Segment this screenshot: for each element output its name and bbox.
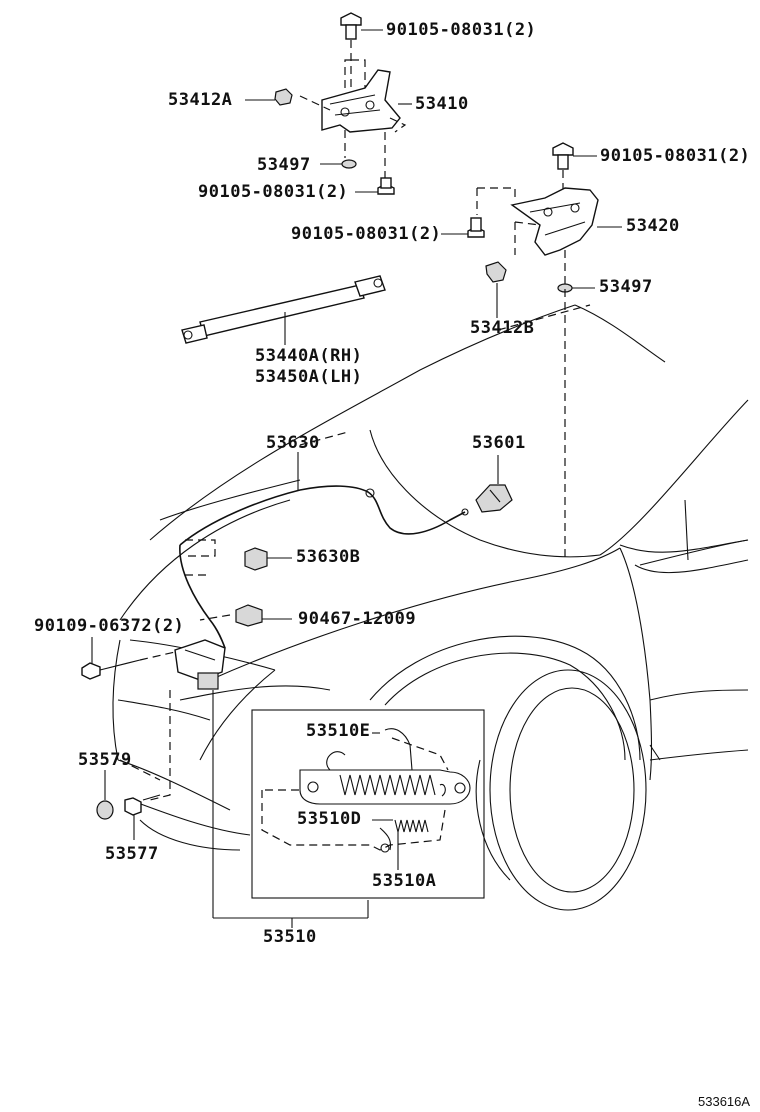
- hinge-rh-group: [441, 142, 622, 560]
- label-washer-rh: 53497: [599, 277, 653, 297]
- label-cushion: 53579: [78, 750, 132, 770]
- label-hinge-lh-clip: 53412A: [168, 90, 233, 110]
- label-bolt-lh-lower: 90105-08031(2): [198, 182, 349, 202]
- diagram-reference-number: 533616A: [698, 1094, 751, 1109]
- lock-detail-inset: [251, 709, 485, 899]
- label-spring-d: 53510D: [297, 809, 362, 829]
- label-lock-assy: 53510: [263, 927, 317, 947]
- cable-clamp-group: [185, 539, 292, 627]
- label-bolt-rh-top: 90105-08031(2): [600, 146, 751, 166]
- release-cable: [179, 431, 469, 649]
- label-hinge-rh-clip: 53412B: [470, 318, 535, 338]
- hood-support-strut: [181, 275, 386, 345]
- label-cable-clamp: 53630B: [296, 547, 361, 567]
- hood-lock-assembly: [81, 637, 369, 928]
- label-support-lh: 53450A(LH): [255, 367, 363, 387]
- label-release-cable: 53630: [266, 433, 320, 453]
- label-hinge-lh: 53410: [415, 94, 469, 114]
- label-lock-bolt: 90109-06372(2): [34, 616, 185, 636]
- label-support-rh: 53440A(RH): [255, 346, 363, 366]
- label-bolt-top: 90105-08031(2): [386, 20, 537, 40]
- hinge-lh-group: [245, 12, 412, 195]
- label-release-lever: 53601: [472, 433, 526, 453]
- vehicle-body-outline: [112, 304, 749, 911]
- label-stopper: 53577: [105, 844, 159, 864]
- label-bolt-rh-mid: 90105-08031(2): [291, 224, 442, 244]
- label-washer-lh: 53497: [257, 155, 311, 175]
- label-hinge-rh: 53420: [626, 216, 680, 236]
- release-lever: [475, 455, 513, 513]
- cushion-and-stopper: [96, 759, 161, 840]
- label-lock-sub: 53510A: [372, 871, 437, 891]
- label-spring-e: 53510E: [306, 721, 371, 741]
- label-clip: 90467-12009: [298, 609, 417, 629]
